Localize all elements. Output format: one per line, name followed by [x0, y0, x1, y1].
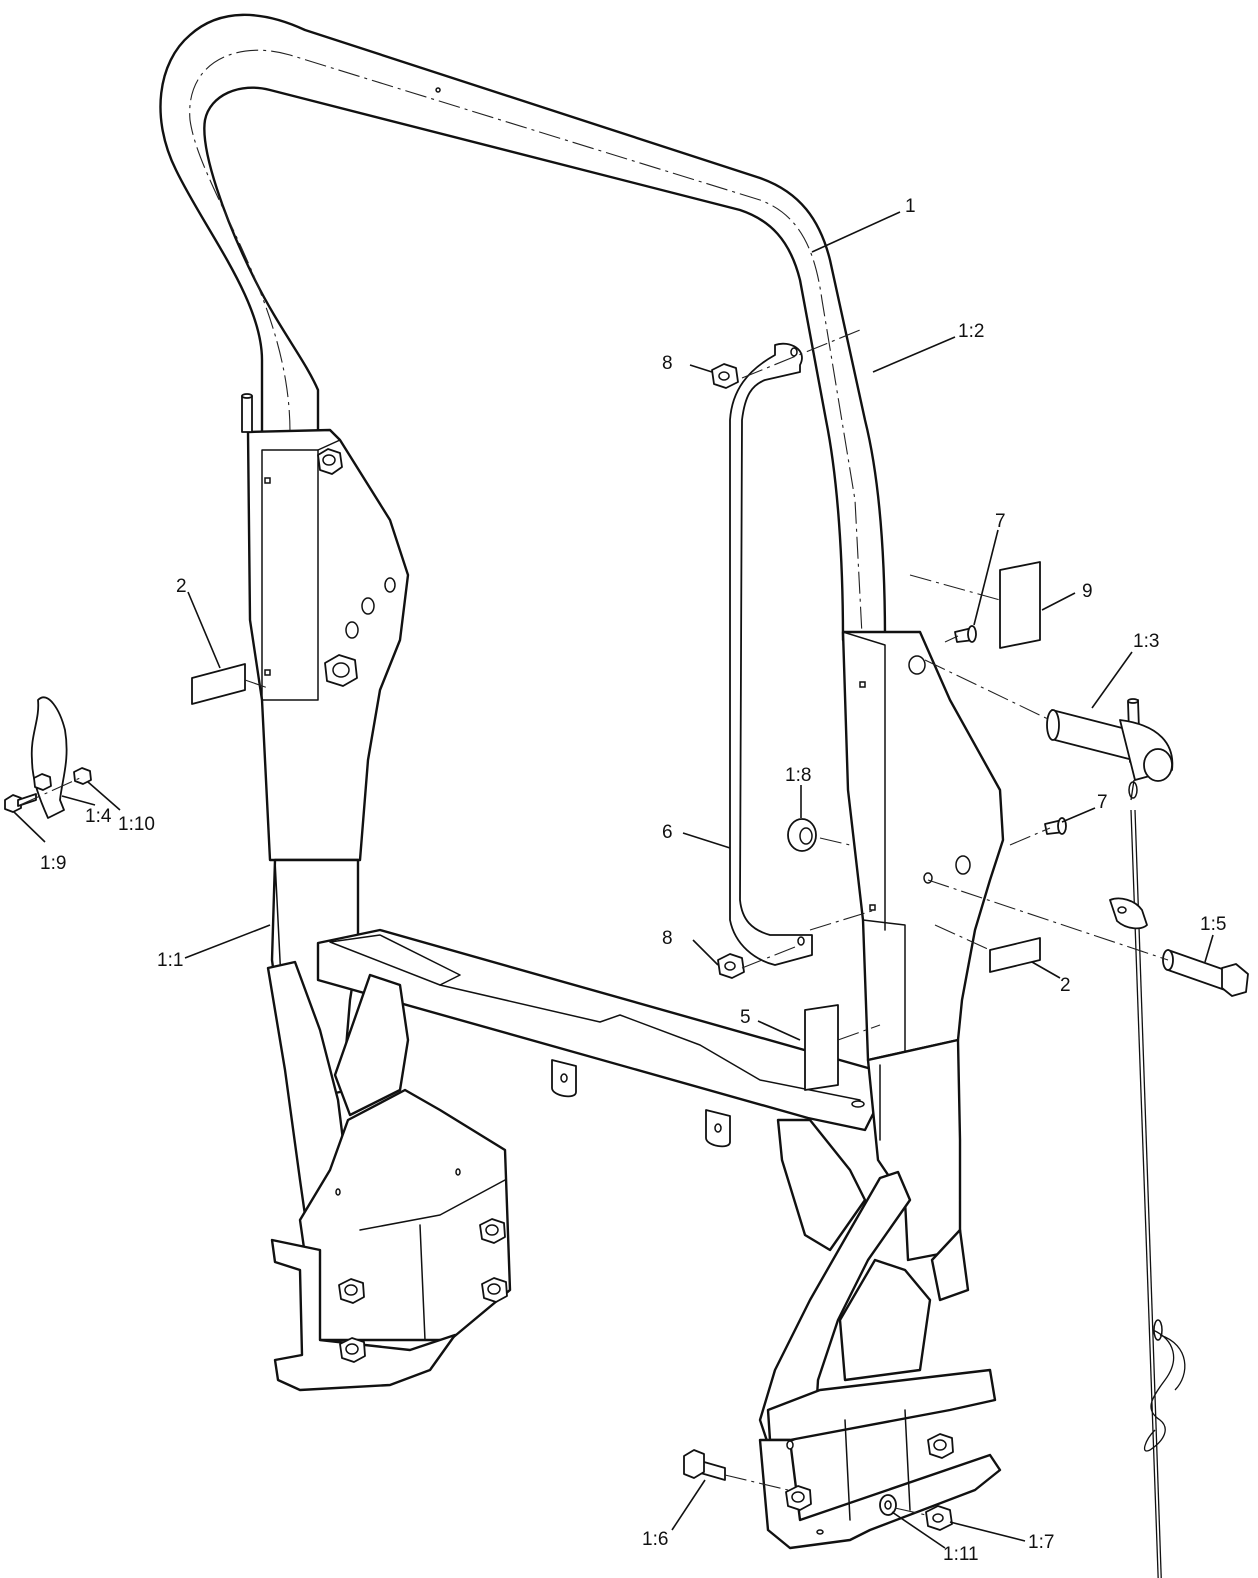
- callout-1: 1: [905, 196, 916, 217]
- right-upright-sleeve: [841, 630, 1005, 1262]
- callout-1-2: 1:2: [958, 321, 984, 342]
- base-bolt-1: [479, 1218, 506, 1244]
- handle: [729, 342, 813, 966]
- callout-1-10: 1:10: [118, 814, 155, 835]
- callout-6: 6: [662, 822, 673, 843]
- rivet-7-top: [954, 625, 977, 643]
- right-base-bolt-1: [927, 1433, 954, 1459]
- left-upright-sleeve: [241, 393, 410, 862]
- base-bolt-3: [481, 1277, 508, 1303]
- nut-1-7: [925, 1505, 953, 1531]
- decal-9: [999, 561, 1041, 649]
- callout-labels: 1 1:2 7 9 1:3 2 8 1:8 7 6 1:10 1:4 1:9 1…: [40, 196, 1226, 1565]
- left-base-mount: [266, 960, 512, 1392]
- callout-7-mid: 7: [1097, 792, 1108, 813]
- right-base-bolt-2: [785, 1485, 812, 1511]
- decal-5: [804, 1004, 839, 1091]
- right-base-mount: [758, 1170, 1002, 1550]
- callout-1-11: 1:11: [943, 1544, 979, 1565]
- nut-8-top: [711, 363, 739, 389]
- leader-lines: [13, 211, 1214, 1549]
- bolt-1-6: [683, 1449, 726, 1481]
- lanyard-cable: [1109, 779, 1186, 1578]
- callout-1-4: 1:4: [85, 806, 112, 827]
- callout-8-top: 8: [662, 353, 673, 374]
- callout-1-7: 1:7: [1028, 1532, 1054, 1553]
- bolt-1-5: [1162, 949, 1249, 997]
- callout-5: 5: [740, 1007, 751, 1028]
- lock-pin-1-3: [1046, 698, 1174, 782]
- spacer-1-8: [787, 818, 817, 852]
- callout-9: 9: [1082, 581, 1093, 602]
- callout-2-right: 2: [1060, 975, 1071, 996]
- callout-7-top: 7: [995, 511, 1006, 532]
- washer-1-11: [879, 1494, 897, 1516]
- base-bolt-2: [338, 1278, 365, 1304]
- cross-member: [316, 928, 877, 1148]
- decal-2-left: [191, 663, 246, 705]
- right-rear-bracket: [776, 1118, 970, 1302]
- callout-1-6: 1:6: [642, 1529, 668, 1550]
- callout-1-3: 1:3: [1133, 631, 1159, 652]
- callout-1-1: 1:1: [157, 950, 183, 971]
- base-bolt-4: [339, 1337, 366, 1363]
- nut-8-bottom: [717, 953, 745, 979]
- rivet-7-mid: [1044, 817, 1067, 835]
- callout-1-5: 1:5: [1200, 914, 1226, 935]
- callout-2-left: 2: [176, 576, 187, 597]
- decal-2-right: [989, 937, 1041, 973]
- callout-1-8: 1:8: [785, 765, 811, 786]
- callout-1-9: 1:9: [40, 853, 66, 874]
- centerlines: [19, 329, 1169, 1516]
- callout-8-bottom: 8: [662, 928, 673, 949]
